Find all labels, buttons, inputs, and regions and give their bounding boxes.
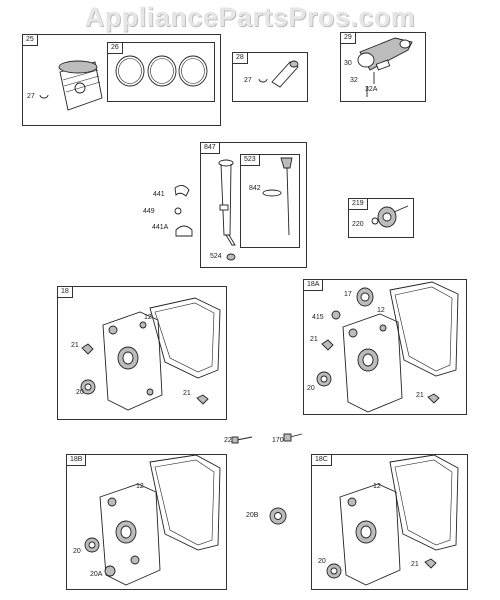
box-label-523: 523 [241,155,260,166]
tube-clamp-drawing [174,185,193,237]
group-box-29: 29 [340,32,426,102]
box-label-18A: 18A [304,280,324,291]
box-label-219: 219 [349,199,368,210]
piston-drawing [58,60,103,111]
callout-842: 842 [249,185,261,192]
callout-22: 22 [224,437,232,444]
group-box-18B: 18B [66,454,227,590]
callout-524: 524 [210,253,222,260]
dipstick-tube-drawing [218,159,236,261]
callout-415: 415 [312,314,324,321]
crankcase-cover-18A-drawing [316,281,459,413]
callout-21: 21 [416,392,424,399]
callout-21: 21 [411,561,419,568]
group-box-18A: 18A [303,279,467,415]
callout-21: 21 [71,342,79,349]
box-label-25: 25 [23,35,38,46]
box-label-29: 29 [341,33,356,44]
callout-27: 27 [244,77,252,84]
callout-220: 220 [352,221,364,228]
crankcase-cover-18B-drawing [84,454,221,586]
piston-rings-drawing [115,55,208,87]
callout-12: 12 [373,483,381,490]
box-label-18B: 18B [67,455,87,466]
callout-21: 21 [310,336,318,343]
piston-pin-clip-drawing [39,94,49,99]
group-box-18C: 18C [311,454,468,590]
callout-20A: 20A [90,571,103,578]
callout-441: 441 [153,191,165,198]
callout-12: 12 [136,483,144,490]
callout-20: 20 [73,548,81,555]
crankcase-cover-18C-drawing [326,454,459,586]
piston-pin-drawing [258,60,299,88]
callout-20: 20 [318,558,326,565]
group-box-847: 847 [200,142,307,268]
callout-441A: 441A [152,224,169,231]
box-label-26: 26 [108,43,123,54]
crankcase-cover-18-drawing [80,297,221,411]
callout-20: 20 [76,389,84,396]
group-box-26: 26 [107,42,215,102]
callout-449: 449 [143,208,155,215]
group-box-28: 28 [232,52,308,102]
callout-170: 170 [272,437,284,444]
governor-gear-drawing [371,205,409,228]
box-label-847: 847 [201,143,220,154]
box-label-18C: 18C [312,455,332,466]
dipstick-drawing [262,157,293,236]
watermark-logo: AppliancePartsPros.com [84,2,416,32]
group-box-219: 219 [348,198,414,238]
callout-30: 30 [344,60,352,67]
group-box-523: 523 [240,154,300,248]
box-label-18: 18 [58,287,73,298]
callout-32A: 32A [365,86,378,93]
callout-32: 32 [350,77,358,84]
box-label-28: 28 [233,53,248,64]
callout-20: 20 [307,385,315,392]
callout-17: 17 [344,291,352,298]
callout-21: 21 [183,390,191,397]
callout-27: 27 [27,93,35,100]
callout-12: 12 [377,307,385,314]
callout-12: 12 [144,314,152,321]
bolts-drawing [231,433,303,444]
callout-20B: 20B [246,512,259,519]
connecting-rod-drawing [357,37,413,97]
group-box-18: 18 [57,286,227,420]
group-box-25: 25 [22,34,221,126]
